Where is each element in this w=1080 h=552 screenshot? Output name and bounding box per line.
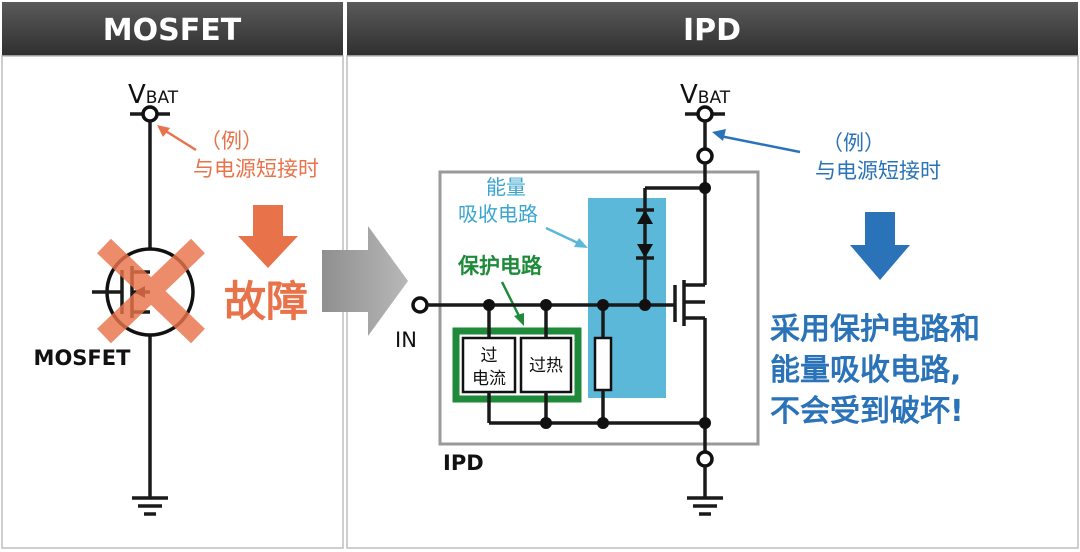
left-short-label: 与电源短接时 [193, 157, 319, 181]
left-vbat-sub: BAT [146, 88, 179, 108]
in-label: IN [395, 328, 417, 352]
overcurrent-line1: 过 [481, 346, 498, 366]
gate-resistor [593, 336, 613, 392]
zener-diode-icon [636, 208, 654, 260]
energy-absorb-arrowhead [574, 238, 588, 248]
left-annotation-arrowhead [157, 125, 170, 137]
result-line3: 不会受到破坏! [770, 394, 964, 429]
left-vbat-terminal [141, 105, 159, 123]
energy-absorb-leader [545, 226, 581, 246]
overheat-label: 过热 [529, 356, 563, 376]
header-left-title: MOSFET [103, 13, 242, 48]
right-vbat-label: VBAT [680, 80, 731, 110]
left-vbat-main: V [128, 80, 146, 110]
protection-circuit-frame [452, 327, 582, 403]
left-ground-icon [132, 496, 168, 516]
header-bar-left [2, 2, 343, 56]
failure-down-arrow-icon [238, 205, 298, 268]
junction-dots [483, 182, 711, 429]
right-vbat-sub: BAT [698, 88, 731, 108]
failure-x-icon [97, 238, 205, 344]
left-vbat-label: VBAT [128, 80, 179, 110]
ipd-package-outline [438, 170, 760, 446]
protection-arrowhead [514, 313, 524, 326]
right-short-label: 与电源短接时 [815, 159, 941, 183]
header-right-title: IPD [683, 13, 741, 48]
ipd-mosfet-symbol [673, 280, 705, 326]
right-vbat-terminal [696, 105, 714, 123]
right-annotation-leader [719, 134, 801, 154]
protection-leader [500, 281, 522, 319]
failure-label: 故障 [224, 277, 308, 326]
overcurrent-line2: 电流 [472, 369, 506, 389]
left-device-label: MOSFET [34, 346, 132, 370]
left-annotation-leader [163, 128, 197, 152]
right-vbat-main: V [680, 80, 698, 110]
right-annotation-arrowhead [712, 129, 726, 141]
right-drain-terminal [696, 147, 714, 165]
right-example-label: （例） [822, 131, 885, 155]
transition-arrow-icon [322, 226, 408, 336]
header-bar-right [347, 2, 1078, 56]
result-line2: 能量吸收电路, [770, 353, 961, 388]
left-example-label: （例） [200, 129, 263, 153]
ok-down-arrow-icon [850, 212, 910, 280]
energy-absorb-line2: 吸收电路 [458, 202, 538, 226]
out-terminal [696, 450, 714, 468]
right-ground-icon [687, 496, 723, 516]
svg-text:VBAT: VBAT [128, 80, 179, 110]
protection-circuit-label: 保护电路 [457, 254, 543, 278]
energy-absorb-line1: 能量 [486, 175, 526, 199]
ipd-label: IPD [443, 451, 484, 475]
in-terminal [411, 296, 429, 314]
result-line1: 采用保护电路和 [770, 312, 980, 347]
